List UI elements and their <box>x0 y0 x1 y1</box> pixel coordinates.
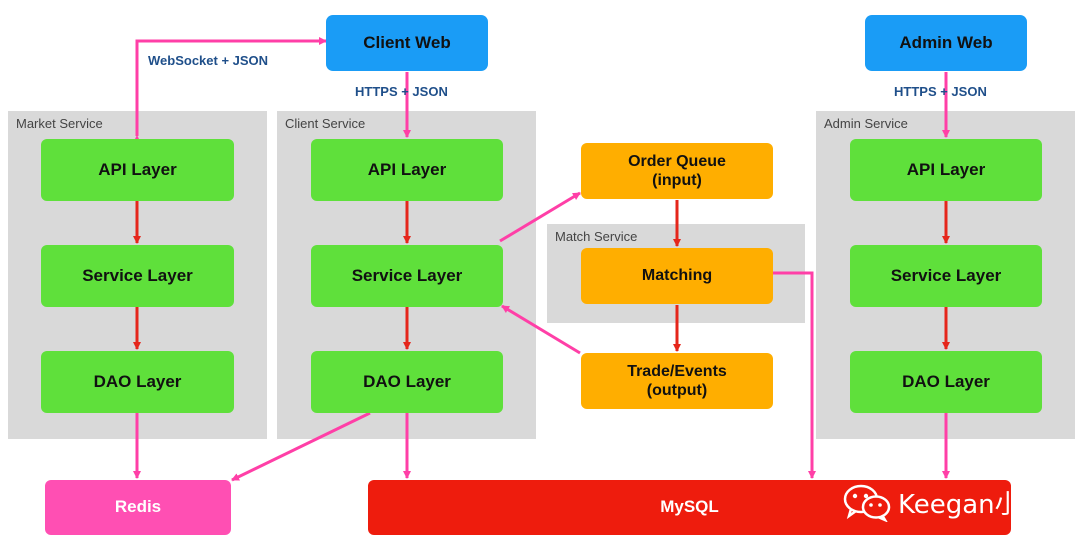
arrow-matching-mysql <box>772 271 816 479</box>
arrow-trade-service <box>501 304 581 355</box>
group-label-market: Market Service <box>16 116 103 131</box>
arrow-websocket <box>133 37 327 143</box>
arrow-service-queue <box>499 191 581 243</box>
admin-web-label: Admin Web <box>899 32 993 52</box>
label-websocket-json: WebSocket + JSON <box>148 53 269 68</box>
market-service-label: Service Layer <box>82 265 193 285</box>
admin-service-label: Service Layer <box>890 265 1002 285</box>
client-service-label: Service Layer <box>351 265 463 285</box>
market-service-layer: Service Layer <box>41 245 234 307</box>
watermark: Keegan小钢 <box>842 482 1047 522</box>
matching-node: Matching <box>581 248 773 304</box>
mysql-label: MySQL <box>660 497 719 517</box>
order-queue-sublabel: (input) <box>652 172 702 189</box>
group-label-match: Match Service <box>555 229 638 244</box>
admin-api-label: API Layer <box>906 159 986 179</box>
wechat-icon <box>843 484 891 522</box>
admin-dao-layer: DAO Layer <box>850 351 1042 413</box>
market-dao-layer: DAO Layer <box>41 351 234 413</box>
trade-events-label: Trade/Events <box>627 362 727 380</box>
trade-events-node: Trade/Events (output) <box>581 353 773 409</box>
group-label-admin: Admin Service <box>824 116 908 131</box>
order-queue-node: Order Queue (input) <box>581 143 773 199</box>
client-web-label: Client Web <box>363 32 451 52</box>
trade-events-sublabel: (output) <box>646 382 708 399</box>
admin-service-layer: Service Layer <box>850 245 1042 307</box>
label-https-json-client: HTTPS + JSON <box>355 84 448 99</box>
admin-api-layer: API Layer <box>850 139 1042 201</box>
admin-dao-label: DAO Layer <box>902 371 990 391</box>
arrow-clientdao-redis <box>231 411 371 482</box>
order-queue-label: Order Queue <box>628 152 726 170</box>
client-dao-label: DAO Layer <box>363 371 451 391</box>
market-api-layer: API Layer <box>41 139 234 201</box>
watermark-text: Keegan小钢 <box>898 489 1047 520</box>
mysql-node: MySQL <box>368 480 1011 535</box>
client-web-node: Client Web <box>326 15 488 71</box>
market-api-label: API Layer <box>98 159 177 179</box>
label-https-json-admin: HTTPS + JSON <box>894 84 987 99</box>
redis-label: Redis <box>114 497 162 517</box>
client-api-layer: API Layer <box>311 139 503 201</box>
client-service-layer: Service Layer <box>311 245 503 307</box>
client-api-label: API Layer <box>367 159 447 179</box>
redis-node: Redis <box>45 480 231 535</box>
market-dao-label: DAO Layer <box>93 371 182 391</box>
admin-web-node: Admin Web <box>865 15 1027 71</box>
client-dao-layer: DAO Layer <box>311 351 503 413</box>
matching-label: Matching <box>641 267 713 285</box>
